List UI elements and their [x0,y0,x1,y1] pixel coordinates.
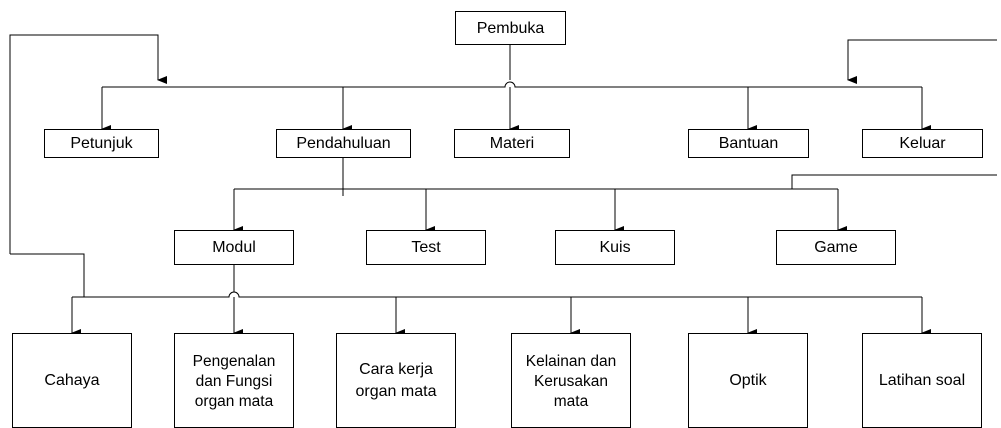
node-keluar: Keluar [862,129,983,158]
node-pengenalan-fungsi: Pengenalan dan Fungsi organ mata [174,333,294,428]
node-test: Test [366,230,486,265]
node-pembuka: Pembuka [455,11,566,45]
node-latihan-soal: Latihan soal [862,333,982,428]
node-bantuan: Bantuan [688,129,809,158]
node-kuis: Kuis [555,230,675,265]
node-optik: Optik [688,333,808,428]
node-modul: Modul [174,230,294,265]
node-petunjuk: Petunjuk [44,129,159,158]
node-cara-kerja: Cara kerja organ mata [336,333,456,428]
node-cahaya: Cahaya [12,333,132,428]
node-pendahuluan: Pendahuluan [276,129,411,158]
node-kelainan-kerusakan: Kelainan dan Kerusakan mata [511,333,631,428]
node-materi: Materi [454,129,570,158]
node-game: Game [776,230,896,265]
